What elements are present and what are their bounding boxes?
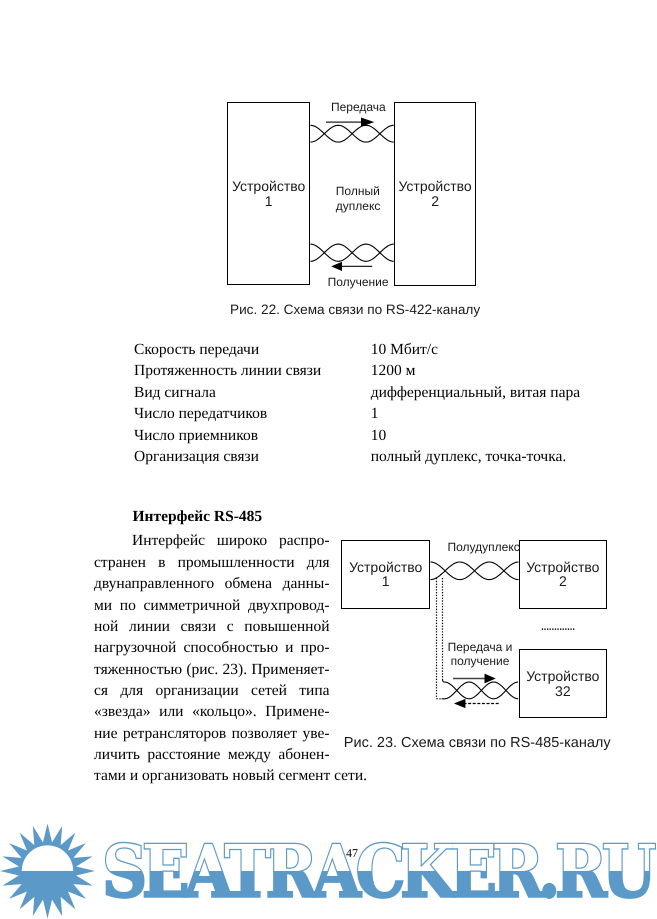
paragraph-line: тяженностью (рис. 23). Применяет- (94, 660, 330, 678)
fig23-txrx-label: Передача и получение (447, 639, 513, 669)
fig23-device1-box: Устройство 1 (341, 540, 431, 609)
paragraph-line: двунаправленного обмена данны- (94, 575, 330, 593)
fig23-device1-number: 1 (381, 573, 390, 590)
paragraph-line: ми по симметричной двухпровод- (94, 596, 330, 614)
watermark-text: SEATRACKER.RU (102, 829, 656, 914)
fig23-device32-label: Устройство (526, 667, 600, 684)
fig23-device32-box: Устройство 32 (518, 648, 608, 719)
paragraph-line: «звезда» или «кольцо». Примене- (94, 703, 330, 721)
paragraph-line: ся для организации сетей типа (94, 681, 330, 699)
fig22-duplex-label: Полный дуплекс (335, 184, 381, 213)
fig22-device2-number: 2 (431, 192, 439, 209)
paragraph-line: тами и организовать новый сегмент сети. (94, 767, 367, 785)
fig22-device1-number: 1 (264, 192, 273, 209)
fig22-device2-label: Устройство (398, 178, 472, 195)
paragraph-line: ной линии связи с повышенной (94, 617, 330, 635)
fig23-caption: Рис. 23. Схема связи по RS-485-каналу (343, 735, 611, 752)
section-heading: Интерфейс RS-485 (132, 508, 263, 526)
fig23-device2-label: Устройство (526, 558, 600, 575)
fig23-device32-number: 32 (555, 682, 571, 699)
fig22-receive-label: Получение (327, 275, 389, 289)
paragraph-line: ние ретрансляторов позволяет уве- (94, 724, 330, 742)
paragraph-line: нагрузочной способностью и про- (94, 639, 330, 657)
paragraph-line: Интерфейс широко распро- (132, 532, 330, 550)
fig22-device1-box: Устройство 1 (227, 102, 311, 286)
fig22-device2-box: Устройство 2 (393, 102, 477, 286)
fig22-device1-label: Устройство (232, 178, 306, 195)
fig23-device1-label: Устройство (349, 558, 423, 575)
watermark-sun-logo (0, 823, 95, 919)
fig23-halfduplex-label: Полудуплекс (447, 539, 520, 554)
fig23-device2-number: 2 (558, 573, 567, 590)
paragraph-line: личить расстояние между абонен- (94, 745, 330, 763)
fig22-caption: Рис. 22. Схема связи по RS-422-каналу (230, 301, 481, 317)
fig22-transmit-label: Передача (331, 99, 386, 114)
fig23-device2-box: Устройство 2 (518, 539, 608, 609)
page-number: 47 (346, 845, 358, 860)
paragraph-line: странен в промышленности для (94, 553, 330, 571)
